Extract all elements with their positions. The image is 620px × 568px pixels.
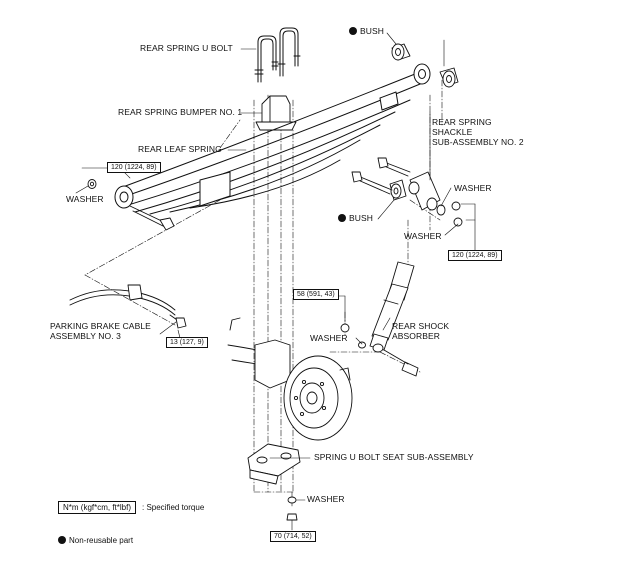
non-reusable-dot-icon xyxy=(338,214,346,222)
label-u-bolt-seat: SPRING U BOLT SEAT SUB-ASSEMBLY xyxy=(314,452,474,462)
shackle-bolts xyxy=(351,157,411,195)
label-parking-brake: PARKING BRAKE CABLE ASSEMBLY NO. 3 xyxy=(50,321,151,342)
shackle xyxy=(389,171,463,227)
label-parking-line2: ASSEMBLY NO. 3 xyxy=(50,330,122,341)
torque-shackle: 120 (1224, 89) xyxy=(448,250,502,261)
label-bush-mid: BUSH xyxy=(338,213,374,224)
legend-torque-desc: : Specified torque xyxy=(142,503,205,512)
label-washer-left: WASHER xyxy=(66,194,104,204)
label-shackle-line3: SUB-ASSEMBLY NO. 2 xyxy=(432,136,524,147)
label-washer-right2: WASHER xyxy=(404,231,442,241)
top-bushes xyxy=(391,43,459,88)
spring-eye-bolt xyxy=(87,179,175,231)
u-bolts xyxy=(254,27,301,83)
label-bush-mid-text: BUSH xyxy=(349,213,374,223)
label-shock-line1: REAR SHOCK xyxy=(392,321,450,331)
label-shackle-line1: REAR SPRING xyxy=(432,117,492,127)
label-shackle: REAR SPRING SHACKLE SUB-ASSEMBLY NO. 2 xyxy=(432,117,524,147)
shock-absorber xyxy=(340,261,419,377)
torque-shock-upper: 58 (591, 43) xyxy=(293,289,339,300)
spring-bumper xyxy=(255,95,297,131)
parking-brake-cable xyxy=(69,284,187,329)
label-washer-shock: WASHER xyxy=(310,333,348,343)
label-shock-line2: ABSORBER xyxy=(392,330,441,341)
torque-parking-brake: 13 (127, 9) xyxy=(166,337,208,348)
label-rear-spring-bumper: REAR SPRING BUMPER NO. 1 xyxy=(118,107,243,117)
label-shackle-line2: SHACKLE xyxy=(432,126,473,137)
label-rear-leaf-spring: REAR LEAF SPRING xyxy=(138,144,222,154)
legend-torque-unit: N*m (kgf*cm, ft*lbf) xyxy=(58,501,137,514)
leaf-spring xyxy=(114,63,431,215)
label-washer-right1: WASHER xyxy=(454,183,492,193)
label-bush-top-text: BUSH xyxy=(360,26,385,36)
label-bush-top: BUSH xyxy=(349,26,385,37)
non-reusable-dot-icon xyxy=(349,27,357,35)
non-reusable-dot-icon xyxy=(58,536,66,544)
label-parking-line1: PARKING BRAKE CABLE xyxy=(50,321,151,331)
torque-u-bolt-nut: 70 (714, 52) xyxy=(270,531,316,542)
u-bolt-seat xyxy=(247,443,301,521)
legend-non-reusable-text: Non-reusable part xyxy=(69,536,134,545)
axle-drum xyxy=(227,317,353,441)
label-washer-bottom: WASHER xyxy=(307,494,345,504)
torque-left-spring: 120 (1224, 89) xyxy=(107,162,161,173)
label-rear-spring-u-bolt: REAR SPRING U BOLT xyxy=(140,43,233,53)
legend-non-reusable: Non-reusable part xyxy=(58,536,133,545)
label-rear-shock: REAR SHOCK ABSORBER xyxy=(392,321,450,342)
